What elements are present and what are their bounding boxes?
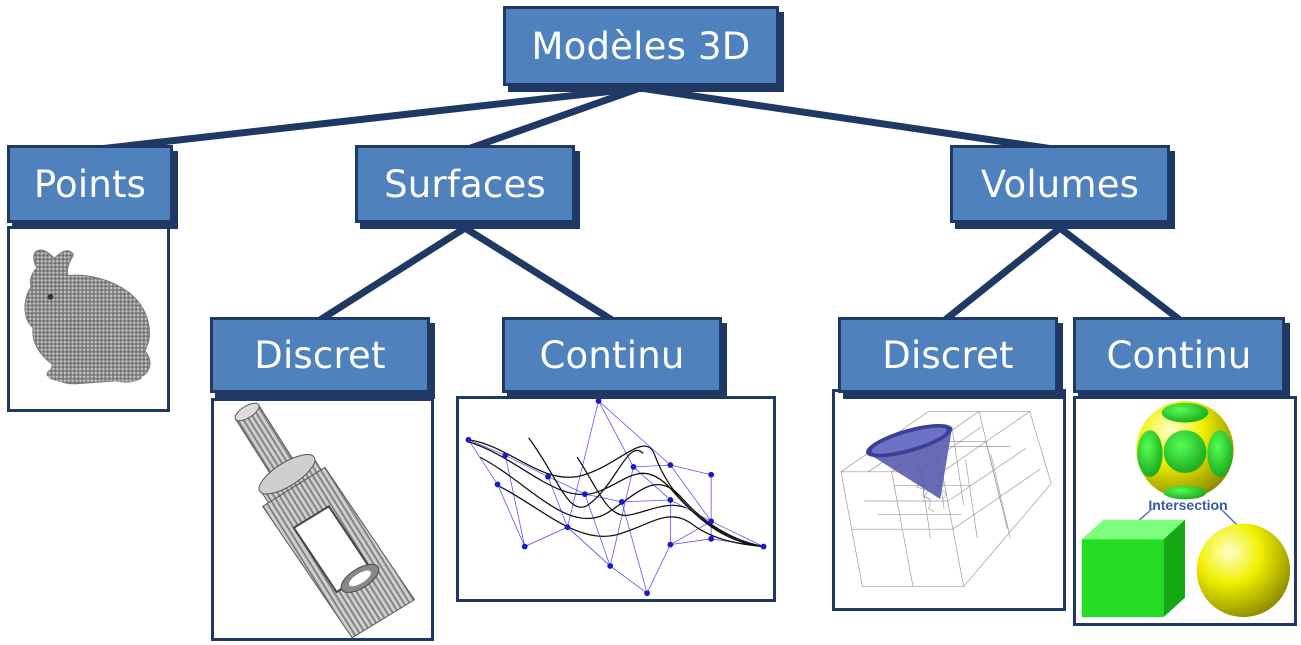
surfaces-continu-box: Continu — [502, 317, 722, 393]
volumes-discret-label: Discret — [882, 333, 1014, 377]
connector-surfaces-discret — [316, 224, 469, 324]
surfaces-discret-image-frame — [211, 398, 434, 641]
connector-title-surfaces — [461, 84, 644, 154]
point-cloud-bunny-icon — [24, 249, 151, 385]
connector-surfaces-continu — [461, 224, 616, 324]
green-cube-operand — [1081, 519, 1185, 618]
csg-cube-sphere-intersection-icon — [1081, 401, 1291, 618]
surfaces-discret-label: Discret — [254, 333, 386, 377]
points-box: Points — [7, 145, 173, 223]
surfaces-box: Surfaces — [355, 145, 575, 223]
yellow-sphere-operand — [1196, 523, 1291, 618]
bspline-surface-control-net-icon — [465, 399, 767, 597]
surfaces-discret-box: Discret — [210, 317, 430, 393]
title-label: Modèles 3D — [531, 24, 751, 68]
volumes-box: Volumes — [950, 145, 1170, 223]
title-box: Modèles 3D — [503, 6, 779, 86]
surfaces-label: Surfaces — [384, 162, 546, 206]
surfaces-continu-image-frame — [456, 396, 776, 602]
connector-title-points — [86, 84, 644, 154]
connector-volumes-continu — [1056, 224, 1184, 324]
volumes-label: Volumes — [980, 162, 1140, 206]
points-label: Points — [33, 162, 147, 206]
volumes-discret-image-frame — [832, 389, 1066, 611]
csg-operation-label: Intersection — [1148, 497, 1228, 513]
volumes-continu-image-frame: Intersection — [1073, 396, 1297, 626]
volumes-continu-box: Continu — [1073, 317, 1285, 393]
octree-voxel-cone-icon — [840, 411, 1052, 587]
connector-volumes-discret — [941, 224, 1064, 324]
connector-title-volumes — [636, 84, 1064, 154]
surfaces-continu-label: Continu — [539, 333, 685, 377]
volumes-discret-box: Discret — [838, 317, 1058, 393]
volumes-continu-label: Continu — [1106, 333, 1252, 377]
faceted-mesh-cylinder-icon — [234, 402, 416, 638]
points-image-frame — [7, 226, 170, 412]
